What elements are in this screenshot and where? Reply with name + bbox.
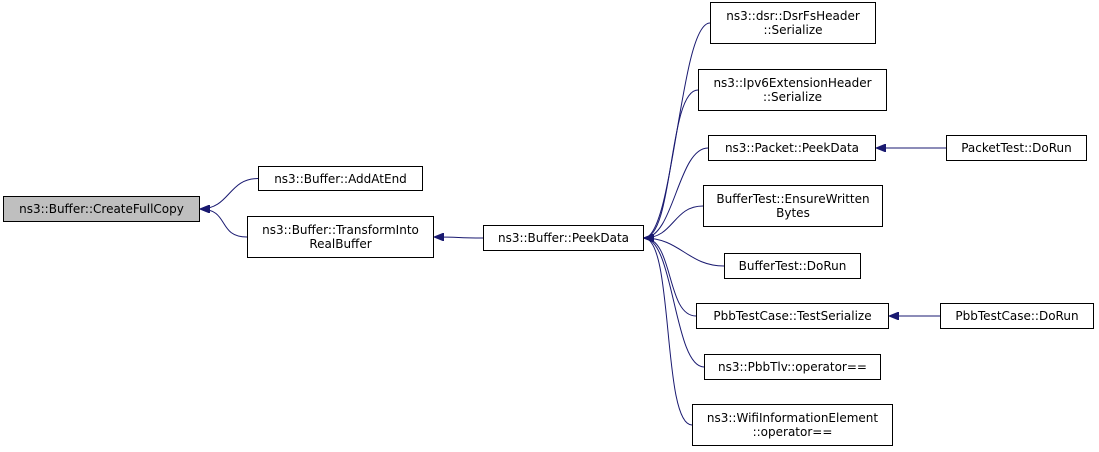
node-wifi-information-element-operator-eq[interactable]: ns3::WifiInformationElement ::operator==: [692, 404, 893, 446]
node-transform-into-real-buffer[interactable]: ns3::Buffer::TransformInto RealBuffer: [247, 216, 434, 258]
edge-add-at-end-to-create-full-copy: [200, 178, 259, 210]
node-create-full-copy: ns3::Buffer::CreateFullCopy: [3, 196, 200, 222]
edge-wifi-information-element-operator-eq-to-peek-data: [643, 238, 693, 426]
node-peek-data[interactable]: ns3::Buffer::PeekData: [483, 225, 644, 251]
node-packet-test-do-run[interactable]: PacketTest::DoRun: [946, 135, 1087, 161]
node-ipv6-extension-header-serialize[interactable]: ns3::Ipv6ExtensionHeader ::Serialize: [698, 69, 887, 111]
edge-ipv6-extension-header-serialize-to-peek-data: [643, 89, 699, 238]
edge-buffer-test-do-run-to-peek-data: [644, 238, 725, 267]
edge-transform-into-real-buffer-to-create-full-copy: [200, 209, 248, 238]
node-pbb-test-case-test-serialize[interactable]: PbbTestCase::TestSerialize: [696, 303, 889, 329]
edge-pbb-test-case-test-serialize-to-peek-data: [643, 238, 697, 317]
edge-pbb-tlv-operator-eq-to-peek-data: [643, 238, 705, 368]
node-pbb-tlv-operator-eq[interactable]: ns3::PbbTlv::operator==: [704, 354, 881, 380]
node-buffer-test-do-run[interactable]: BufferTest::DoRun: [724, 253, 861, 279]
node-add-at-end[interactable]: ns3::Buffer::AddAtEnd: [258, 166, 423, 191]
edge-peek-data-to-transform-into-real-buffer: [434, 237, 484, 238]
node-buffer-test-ensure-written-bytes[interactable]: BufferTest::EnsureWritten Bytes: [703, 185, 883, 227]
node-dsr-fs-header-serialize[interactable]: ns3::dsr::DsrFsHeader ::Serialize: [710, 2, 876, 44]
node-pbb-test-case-do-run[interactable]: PbbTestCase::DoRun: [940, 303, 1094, 329]
edge-packet-peek-data-to-peek-data: [643, 147, 709, 238]
node-packet-peek-data[interactable]: ns3::Packet::PeekData: [708, 135, 876, 161]
